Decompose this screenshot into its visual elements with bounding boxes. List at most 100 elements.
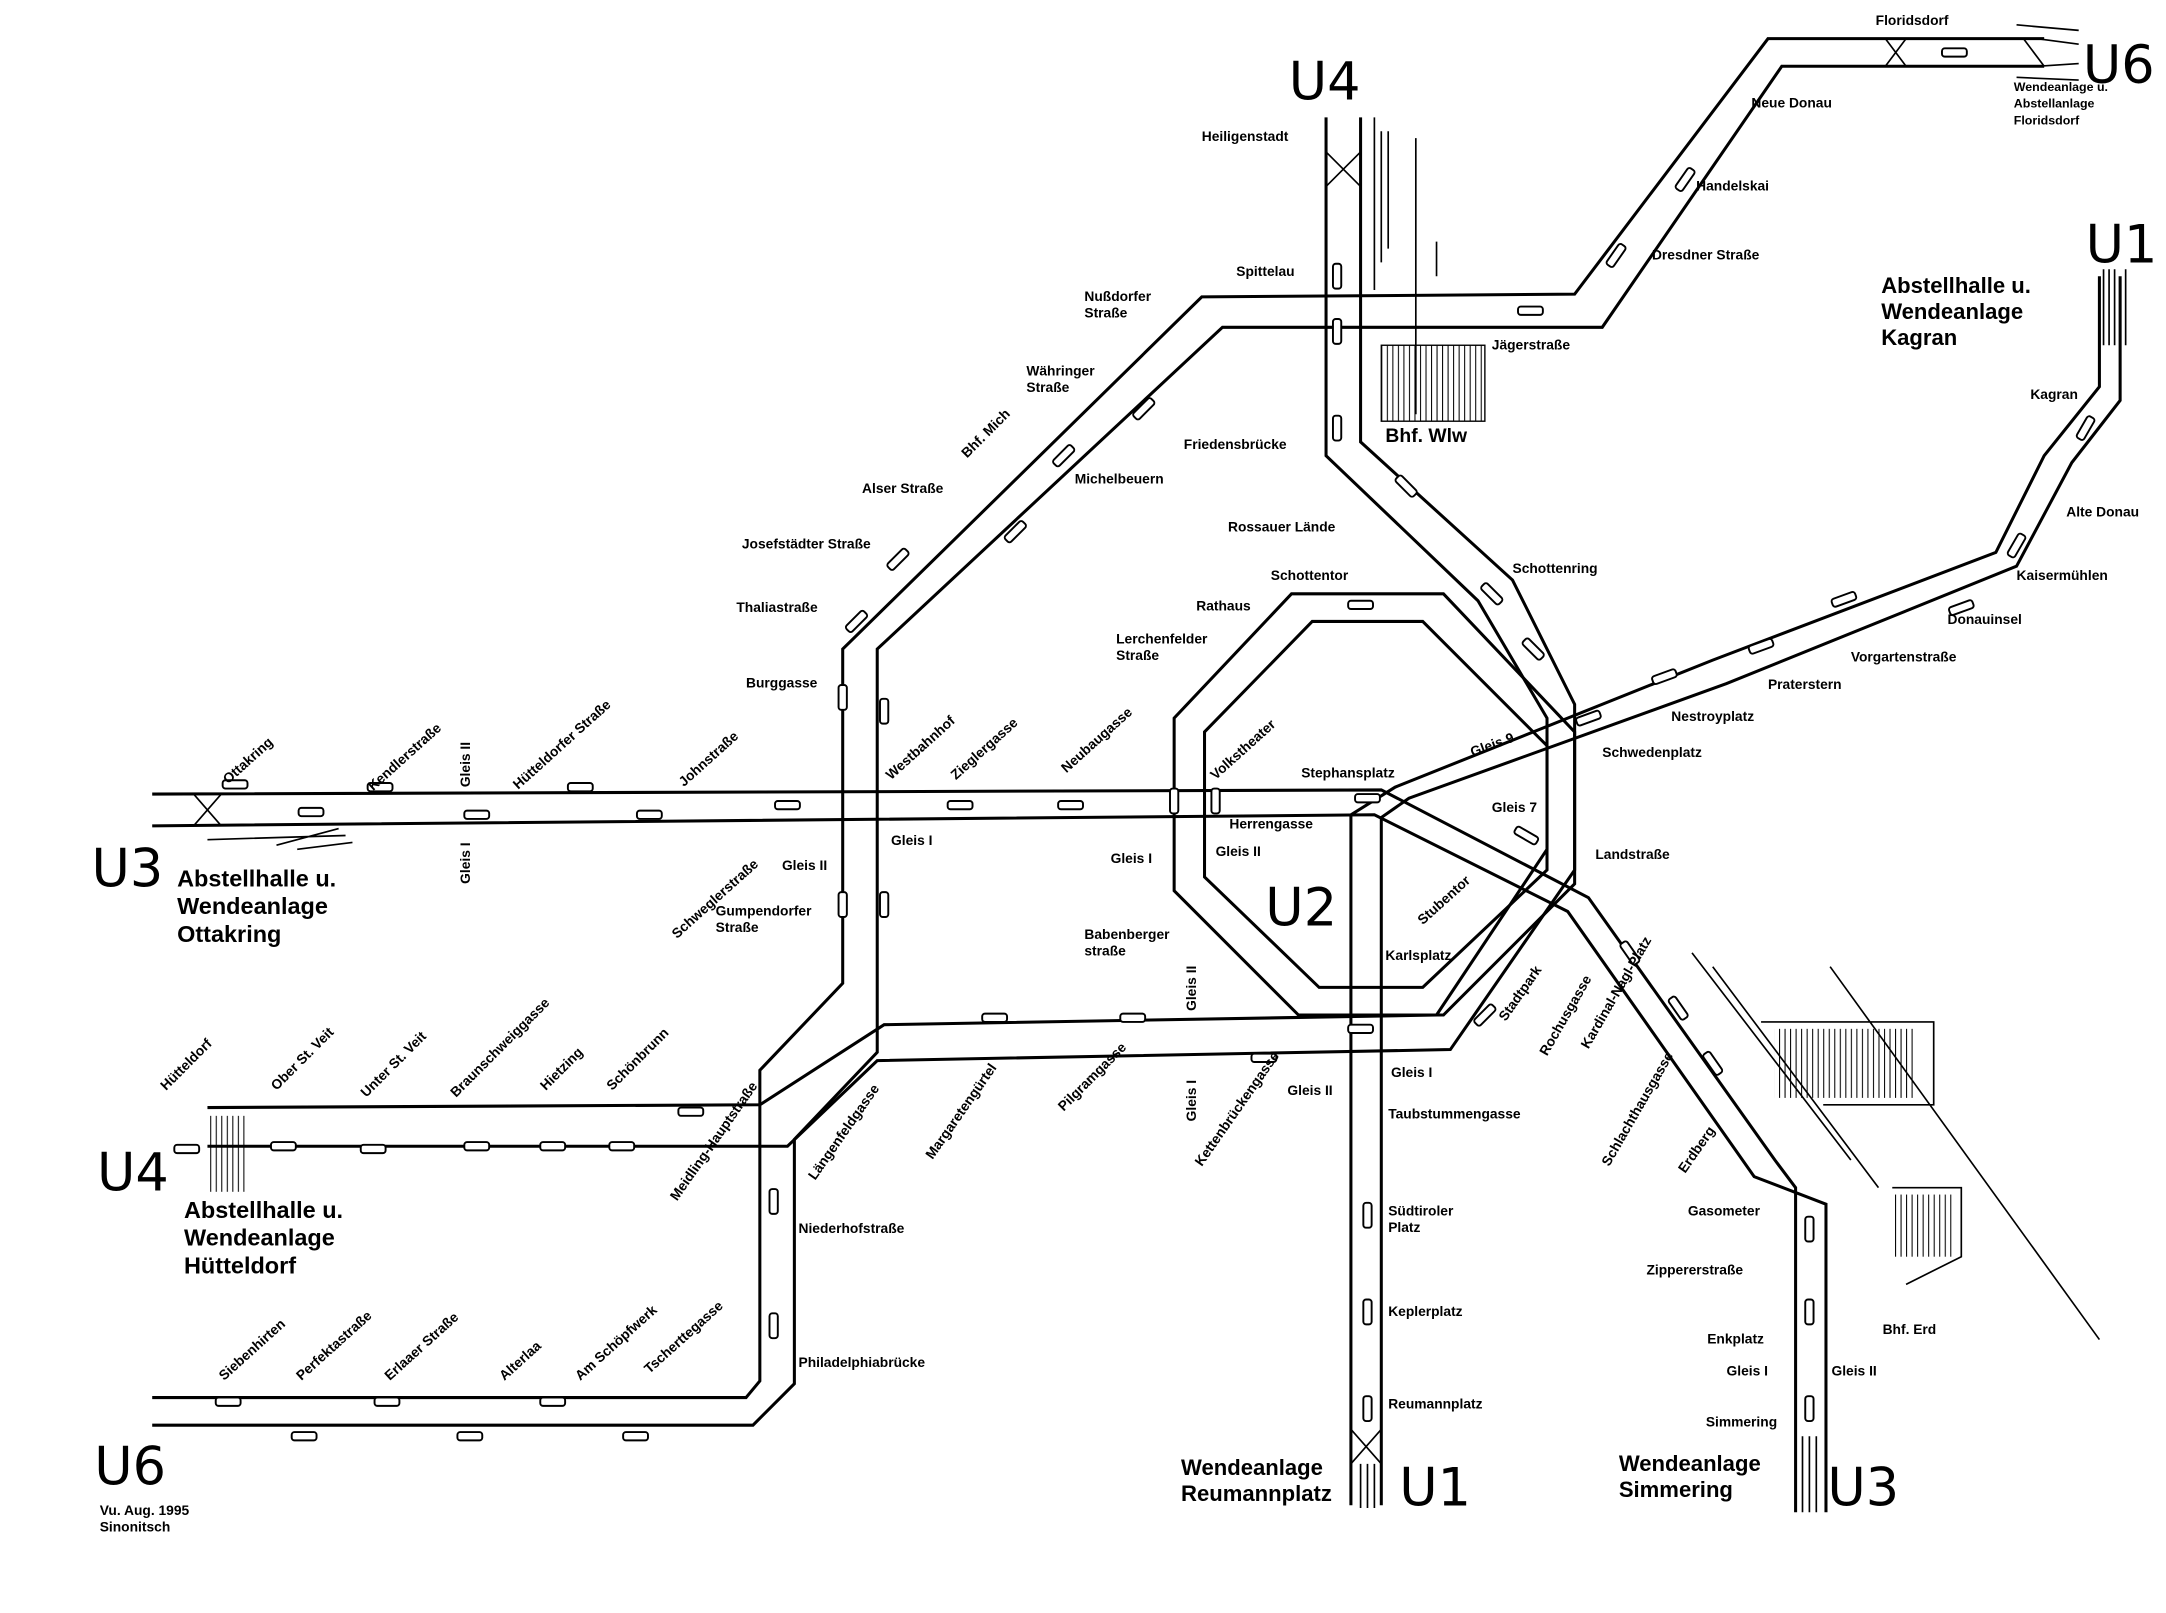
u1-track-a xyxy=(1349,276,2101,1506)
station-label: Karlsplatz xyxy=(1385,948,1451,963)
station-label: Friedensbrücke xyxy=(1184,437,1287,452)
station-label: Kagran xyxy=(2030,387,2078,402)
depot-label: Abstellhalle u. xyxy=(184,1197,343,1223)
station-label: Vorgartenstraße xyxy=(1851,649,1957,664)
line-label-u4: U4 xyxy=(1289,51,1361,112)
station-label: Burggasse xyxy=(746,676,818,691)
platform xyxy=(1362,1395,1373,1423)
line-label-u6: U6 xyxy=(2083,35,2155,96)
platform xyxy=(1575,709,1602,727)
platform xyxy=(981,1012,1009,1023)
station-label: Landstraße xyxy=(1595,847,1670,862)
station-label: Dresdner Straße xyxy=(1652,248,1760,263)
station-label: Straße xyxy=(1084,306,1127,321)
platform xyxy=(373,1396,401,1407)
station-label: Erlaaer Straße xyxy=(382,1309,462,1383)
track-label: Gleis I xyxy=(1111,851,1152,866)
platform xyxy=(1473,1003,1497,1027)
station-label: Neubaugasse xyxy=(1058,704,1135,775)
platform xyxy=(1331,262,1343,290)
platform xyxy=(1132,397,1156,421)
station-label: Josefstädter Straße xyxy=(742,536,871,551)
depot-label: Wendeanlage xyxy=(184,1225,335,1251)
station-label: Reumannplatz xyxy=(1388,1397,1482,1412)
platform xyxy=(1804,1215,1815,1243)
track-label: Gleis II xyxy=(1287,1083,1332,1098)
u6-track-a xyxy=(152,37,2045,1400)
depot-label: Wendeanlage xyxy=(177,893,328,919)
platform xyxy=(456,1431,484,1442)
platform xyxy=(1651,668,1678,686)
station-label: Thaliastraße xyxy=(736,600,818,615)
track-label: Gleis II xyxy=(1184,966,1199,1011)
station-label: Straße xyxy=(1116,648,1159,663)
station-label: Philadelphiabrücke xyxy=(799,1355,926,1370)
u1-kagran-sidings xyxy=(1350,269,2127,1509)
platform xyxy=(1354,793,1381,804)
platform xyxy=(297,806,325,818)
depot-label: Abstellanlage xyxy=(2014,97,2095,111)
platform xyxy=(1169,787,1180,815)
track-label: Gleis I xyxy=(891,833,932,848)
depot-label: Wendeanlage xyxy=(1619,1451,1761,1476)
platform xyxy=(768,1188,779,1215)
track-label: Gleis II xyxy=(1216,844,1261,859)
platform xyxy=(622,1431,649,1442)
station-label: Herrengasse xyxy=(1229,817,1313,832)
platform xyxy=(221,779,249,790)
track-label: Gleis II xyxy=(458,742,473,787)
platforms xyxy=(173,47,2096,1442)
station-label: Hütteldorfer Straße xyxy=(510,697,614,792)
platform xyxy=(1674,167,1696,192)
station-label: Enkplatz xyxy=(1707,1332,1764,1347)
station-label: Erdberg xyxy=(1675,1124,1718,1176)
station-label: Siebenhirten xyxy=(216,1316,288,1383)
platform xyxy=(566,782,594,793)
platform xyxy=(1605,243,1627,268)
station-label: Perfektastraße xyxy=(293,1308,375,1384)
station-label: Volkstheater xyxy=(1208,716,1279,782)
depot-label: Abstellhalle u. xyxy=(1881,273,2031,298)
platform xyxy=(1619,940,1641,966)
station-label: Ober St. Veit xyxy=(268,1024,337,1093)
station-label: Hietzing xyxy=(537,1045,586,1094)
platform xyxy=(1521,637,1545,661)
u4-heiligenstadt-sidings xyxy=(1325,117,1438,415)
station-label: Stubentor xyxy=(1415,872,1474,927)
line-label-u2: U2 xyxy=(1265,877,1337,938)
platform xyxy=(886,547,910,571)
station-label: Unter St. Veit xyxy=(358,1028,430,1100)
platform xyxy=(677,1106,705,1117)
platform xyxy=(1347,599,1374,610)
track-label: Gleis I xyxy=(458,842,473,883)
line-label-u4: U4 xyxy=(97,1142,169,1203)
station-label: Südtiroler xyxy=(1388,1203,1454,1218)
station-label: Donauinsel xyxy=(1948,612,2022,627)
track-label: Gleis I xyxy=(1391,1065,1432,1080)
line-label-u6: U6 xyxy=(94,1437,166,1498)
station-label: Währinger xyxy=(1026,364,1095,379)
station-label: Zieglergasse xyxy=(948,715,1021,783)
u4-track-b xyxy=(207,117,1577,1148)
platform xyxy=(290,1431,318,1442)
station-label: Längenfeldgasse xyxy=(805,1081,882,1182)
u6-track-b xyxy=(152,64,2045,1427)
station-label: Schönbrunn xyxy=(604,1025,672,1093)
station-label: Neue Donau xyxy=(1751,96,1832,111)
platform xyxy=(1250,1052,1278,1063)
station-label: Pilgramgasse xyxy=(1055,1040,1129,1114)
line-label-u1: U1 xyxy=(2086,214,2158,275)
platform xyxy=(2006,532,2027,559)
station-label: Heiligenstadt xyxy=(1202,129,1289,144)
depot-label: Abstellhalle u. xyxy=(177,866,336,892)
station-label: Michelbeuern xyxy=(1075,471,1164,486)
depot-label: Kagran xyxy=(1881,325,1957,350)
yards xyxy=(207,344,2101,1341)
u1-track-b xyxy=(1379,276,2122,1506)
u2-track-inner xyxy=(1203,619,1549,989)
depot-label: Ottakring xyxy=(177,921,281,947)
depot-label: Wendeanlage xyxy=(1881,299,2023,324)
platform xyxy=(1948,599,1975,616)
platform xyxy=(2075,415,2096,441)
station-label: Handelskai xyxy=(1696,179,1769,194)
